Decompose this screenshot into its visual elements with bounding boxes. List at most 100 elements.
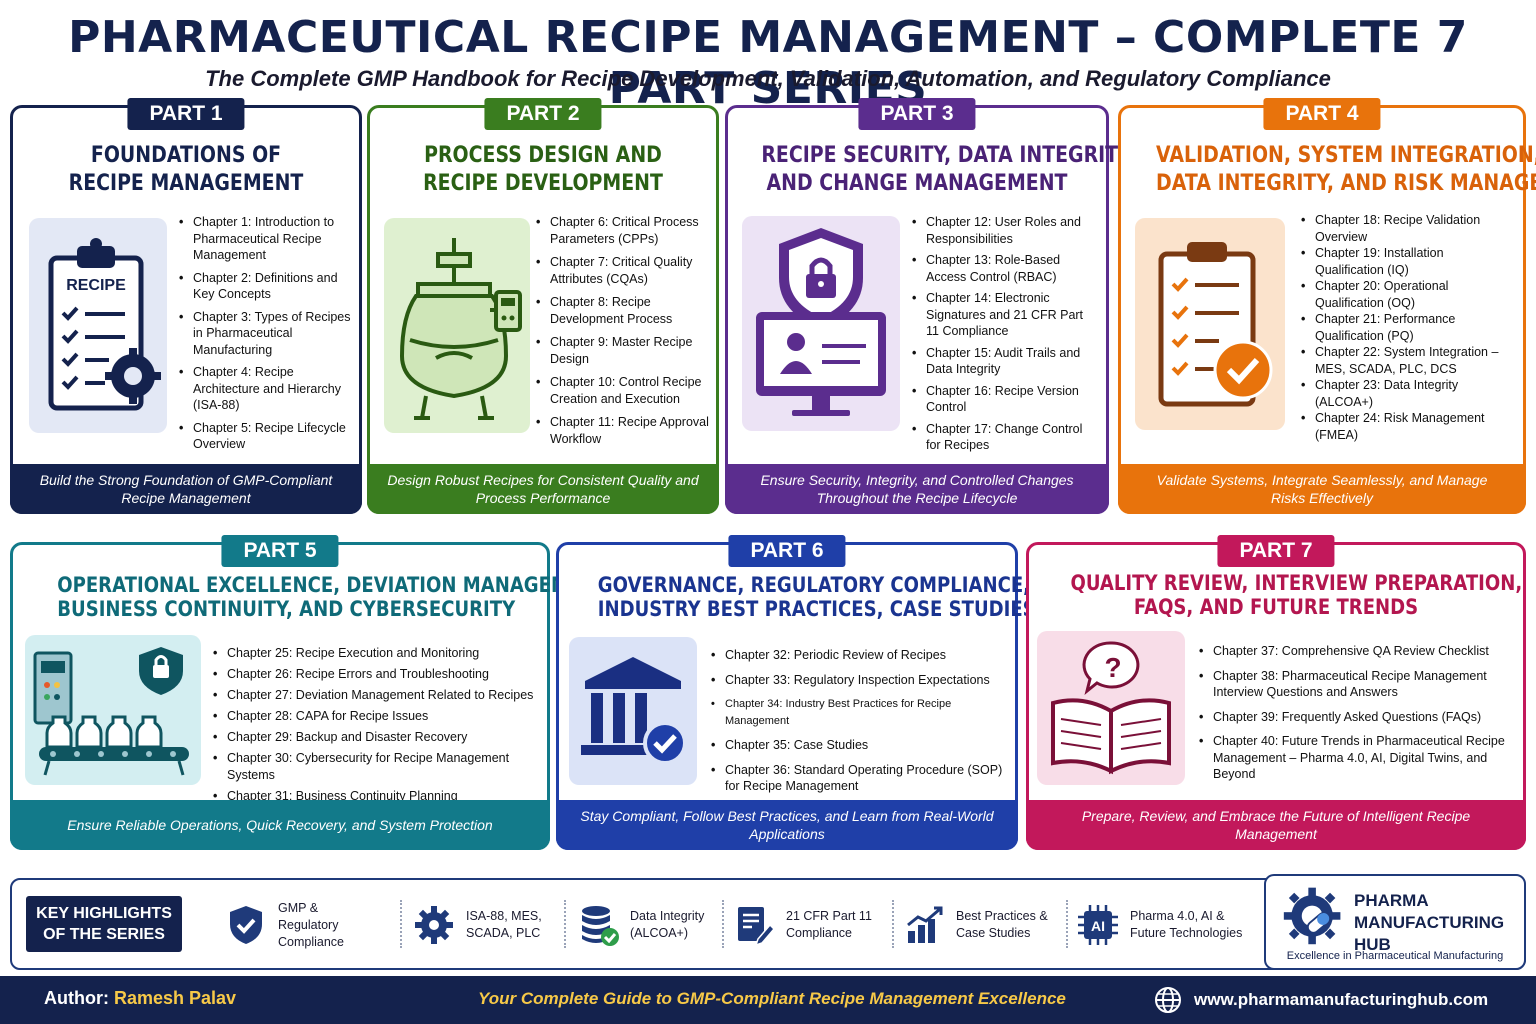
chapter-item: Chapter 17: Change Control for Recipes [912, 421, 1096, 454]
chapter-item: Chapter 28: CAPA for Recipe Issues [213, 708, 543, 725]
chapter-list: Chapter 12: User Roles and Responsibilit… [912, 214, 1096, 454]
part-4-card: PART 4 VALIDATION, SYSTEM INTEGRATION,DA… [1118, 98, 1536, 514]
chapter-item: Chapter 27: Deviation Management Related… [213, 687, 543, 704]
chapter-list: Chapter 18: Recipe Validation Overview C… [1301, 212, 1511, 443]
author: Author: Ramesh Palav [44, 988, 236, 1009]
globe-icon [1155, 987, 1181, 1013]
part-footer: Stay Compliant, Follow Best Practices, a… [556, 800, 1018, 850]
part-footer: Build the Strong Foundation of GMP-Compl… [10, 464, 362, 514]
chapter-list: Chapter 25: Recipe Execution and Monitor… [213, 645, 543, 804]
chapter-item: Chapter 34: Industry Best Practices for … [711, 696, 1007, 729]
chapter-item: Chapter 1: Introduction to Pharmaceutica… [179, 214, 355, 264]
chapter-item: Chapter 2: Definitions and Key Concepts [179, 270, 355, 303]
chapter-item: Chapter 15: Audit Trails and Data Integr… [912, 345, 1096, 378]
checklist-clipboard-icon [1135, 218, 1285, 430]
part-label: PART 3 [858, 98, 976, 130]
chapter-item: Chapter 10: Control Recipe Creation and … [536, 374, 712, 407]
part-title: VALIDATION, SYSTEM INTEGRATION,DATA INTE… [1156, 143, 1536, 196]
ai-chip-icon: AI [1078, 905, 1118, 945]
chapter-item: Chapter 35: Case Studies [711, 737, 1007, 754]
chapter-item: Chapter 23: Data Integrity (ALCOA+) [1301, 377, 1511, 410]
part-label: PART 4 [1263, 98, 1381, 130]
chapter-item: Chapter 19: Installation Qualification (… [1301, 245, 1511, 278]
website-url[interactable]: www.pharmamanufacturinghub.com [1194, 990, 1489, 1009]
shield-lock-monitor-icon [742, 216, 900, 431]
brand-tagline: Excellence in Pharmaceutical Manufacturi… [1286, 950, 1504, 962]
separator [892, 900, 894, 948]
database-check-icon [582, 906, 619, 946]
chapter-item: Chapter 33: Regulatory Inspection Expect… [711, 672, 1007, 689]
production-line-icon [25, 635, 201, 785]
chapter-item: Chapter 8: Recipe Development Process [536, 294, 712, 327]
highlight-item: ISA-88, MES, SCADA, PLC [412, 900, 552, 950]
gear-icon [415, 906, 453, 944]
part-title: QUALITY REVIEW, INTERVIEW PREPARATION,FA… [1070, 571, 1523, 619]
chapter-item: Chapter 37: Comprehensive QA Review Chec… [1199, 643, 1515, 660]
author-label: Author: [44, 988, 109, 1008]
footer-bar: Author: Ramesh Palav Your Complete Guide… [0, 976, 1536, 1024]
part-label: PART 7 [1217, 535, 1335, 567]
chapter-item: Chapter 32: Periodic Review of Recipes [711, 647, 1007, 664]
highlight-item: 21 CFR Part 11 Compliance [732, 900, 876, 950]
open-book-question-icon: ? [1037, 631, 1185, 785]
chapter-item: Chapter 22: System Integration – MES, SC… [1301, 344, 1511, 377]
subtitle: The Complete GMP Handbook for Recipe Dev… [205, 66, 1331, 91]
key-highlights-bar: KEY HIGHLIGHTS OF THE SERIES GMP & Regul… [10, 874, 1526, 970]
part-label: PART 1 [127, 98, 245, 130]
part-label: PART 6 [728, 535, 846, 567]
highlight-item: Data Integrity (ALCOA+) [576, 900, 714, 950]
brand-logo-box: PHARMA MANUFACTURING HUB Excellence in P… [1264, 874, 1526, 970]
chapter-item: Chapter 40: Future Trends in Pharmaceuti… [1199, 733, 1515, 783]
part-title: RECIPE SECURITY, DATA INTEGRITY,AND CHAN… [761, 143, 1136, 196]
highlight-item: Best Practices & Case Studies [902, 900, 1052, 950]
chapter-item: Chapter 29: Backup and Disaster Recovery [213, 729, 543, 746]
highlight-item: AI Pharma 4.0, AI & Future Technologies [1076, 900, 1250, 950]
chapter-item: Chapter 9: Master Recipe Design [536, 334, 712, 367]
author-name: Ramesh Palav [114, 988, 237, 1008]
chapter-list: Chapter 32: Periodic Review of Recipes C… [711, 647, 1007, 795]
website-link[interactable]: www.pharmamanufacturinghub.com [1154, 986, 1488, 1014]
part-7-card: PART 7 QUALITY REVIEW, INTERVIEW PREPARA… [1026, 535, 1526, 850]
document-pen-icon [738, 907, 776, 947]
separator [564, 900, 566, 948]
part-3-card: PART 3 RECIPE SECURITY, DATA INTEGRITY,A… [725, 98, 1136, 514]
main-title: PHARMACEUTICAL RECIPE MANAGEMENT – COMPL… [68, 12, 1468, 114]
svg-text:?: ? [1104, 652, 1121, 683]
gear-capsule-logo-icon [1283, 887, 1341, 945]
government-building-icon [569, 637, 697, 785]
chapter-item: Chapter 36: Standard Operating Procedure… [711, 762, 1007, 795]
chapter-item: Chapter 39: Frequently Asked Questions (… [1199, 709, 1515, 726]
separator [400, 900, 402, 948]
chapter-item: Chapter 20: Operational Qualification (O… [1301, 278, 1511, 311]
chapter-item: Chapter 30: Cybersecurity for Recipe Man… [213, 750, 543, 783]
chapter-item: Chapter 3: Types of Recipes in Pharmaceu… [179, 309, 355, 359]
chapter-item: Chapter 12: User Roles and Responsibilit… [912, 214, 1096, 247]
chapter-item: Chapter 5: Recipe Lifecycle Overview [179, 420, 355, 453]
part-footer: Ensure Security, Integrity, and Controll… [725, 464, 1109, 514]
chapter-item: Chapter 24: Risk Management (FMEA) [1301, 410, 1511, 443]
bar-chart-growth-icon [907, 906, 943, 943]
part-footer: Ensure Reliable Operations, Quick Recove… [10, 800, 550, 850]
part-label: PART 2 [484, 98, 602, 130]
chapter-item: Chapter 26: Recipe Errors and Troublesho… [213, 666, 543, 683]
chapter-list: Chapter 6: Critical Process Parameters (… [536, 214, 712, 447]
reactor-vessel-icon [384, 218, 530, 433]
chapter-list: Chapter 1: Introduction to Pharmaceutica… [179, 214, 355, 453]
chapter-item: Chapter 16: Recipe Version Control [912, 383, 1096, 416]
chapter-item: Chapter 14: Electronic Signatures and 21… [912, 290, 1096, 340]
chapter-list: Chapter 37: Comprehensive QA Review Chec… [1199, 643, 1515, 783]
chapter-item: Chapter 11: Recipe Approval Workflow [536, 414, 712, 447]
shield-check-icon [230, 906, 262, 944]
chapter-item: Chapter 13: Role-Based Access Control (R… [912, 252, 1096, 285]
brand-name: PHARMA MANUFACTURING HUB [1354, 891, 1505, 954]
svg-text:AI: AI [1091, 918, 1105, 934]
separator [1066, 900, 1068, 948]
recipe-clipboard-gear-icon: RECIPE [29, 218, 167, 433]
chapter-item: Chapter 4: Recipe Architecture and Hiera… [179, 364, 355, 414]
chapter-item: Chapter 31: Business Continuity Planning [213, 788, 543, 805]
part-6-card: PART 6 GOVERNANCE, REGULATORY COMPLIANCE… [556, 535, 1141, 850]
chapter-item: Chapter 25: Recipe Execution and Monitor… [213, 645, 543, 662]
